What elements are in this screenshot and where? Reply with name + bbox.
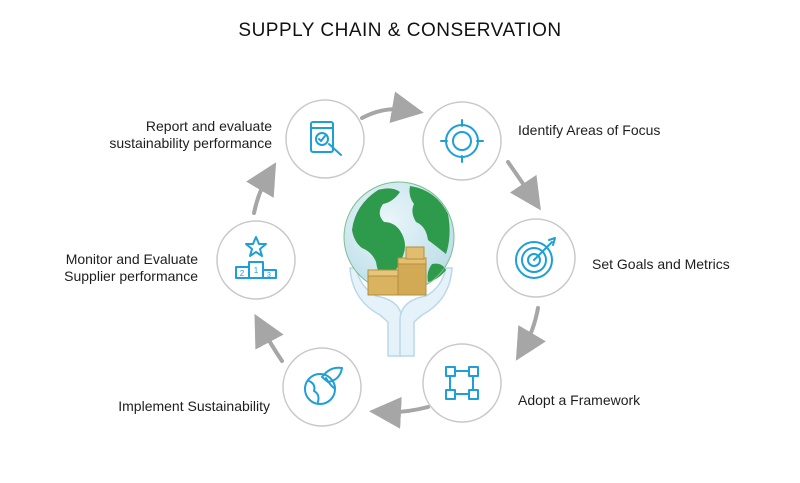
arrow-monitor-to-report: [246, 162, 277, 215]
target-ring-icon: [440, 119, 484, 163]
step-circle-report: [285, 99, 365, 179]
podium-star-icon: 1 2 3: [235, 236, 277, 279]
arrow-framework-to-implement: [369, 396, 430, 429]
step-label-framework: Adopt a Framework: [518, 392, 641, 408]
dartboard-icon: [515, 237, 556, 279]
step-circle-identify: [422, 101, 502, 181]
step-label-monitor: Monitor and Evaluate Supplier performanc…: [10, 251, 198, 285]
step-label-monitor-line1: Monitor and Evaluate: [65, 251, 198, 267]
svg-text:2: 2: [240, 269, 245, 278]
earth-leaf-icon: [304, 366, 343, 405]
step-label-report-line1: Report and evaluate: [145, 118, 272, 134]
page-title: SUPPLY CHAIN & CONSERVATION: [238, 20, 562, 41]
arrow-identify-to-goals: [506, 160, 541, 211]
step-label-report-line2: sustainability performance: [109, 135, 272, 151]
globe-hands-boxes-icon: [343, 181, 455, 357]
arrow-report-to-identify: [360, 91, 424, 124]
report-magnifier-icon: [310, 121, 342, 156]
network-framework-icon: [445, 366, 479, 400]
step-label-report: Report and evaluate sustainability perfo…: [40, 118, 272, 152]
step-circle-framework: [422, 343, 502, 423]
cycle-arrows: [246, 91, 546, 429]
step-circle-monitor: [216, 220, 296, 300]
step-label-monitor-line2: Supplier performance: [64, 268, 198, 284]
step-label-goals: Set Goals and Metrics: [592, 256, 730, 272]
step-circle-implement: [282, 347, 362, 427]
svg-text:3: 3: [267, 272, 271, 279]
step-label-implement: Implement Sustainability: [118, 398, 270, 414]
arrow-implement-to-monitor: [254, 313, 284, 363]
svg-text:1: 1: [254, 266, 259, 275]
step-label-identify: Identify Areas of Focus: [518, 122, 661, 138]
arrow-goals-to-framework: [515, 306, 546, 361]
